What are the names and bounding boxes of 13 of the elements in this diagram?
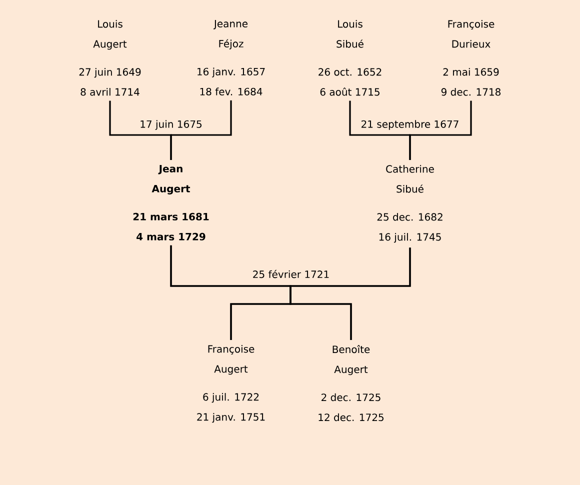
marriage-date: 21 septembre 1677 [360,119,460,131]
person-entry: Françoise Durieux 2 mai 1659 9 dec. 1718 [441,20,500,96]
connector-line [290,248,411,340]
connector-line [170,100,232,160]
person-entry: Benoîte Augert 2 dec. 1725 12 dec. 1725 [318,345,384,422]
connector-line [409,100,472,160]
person-entry: Jean Augert 21 mars 1681 4 mars 1729 [133,165,209,240]
person-entry: Louis Augert 27 juin 1649 8 avril 1714 [79,20,141,96]
marriage-date: 17 juin 1675 [138,119,204,131]
person-entry: Françoise Augert 6 juil. 1722 21 janv. 1751 [197,345,265,423]
person-entry: Catherine Sibué 25 dec. 1682 16 juil. 1745 [377,165,442,243]
person-entry: Louis Sibué 26 oct. 1652 6 août 1715 [318,20,382,96]
person-entry: Jeanne Féjoz 16 janv. 1657 18 fev. 1684 [198,20,265,96]
